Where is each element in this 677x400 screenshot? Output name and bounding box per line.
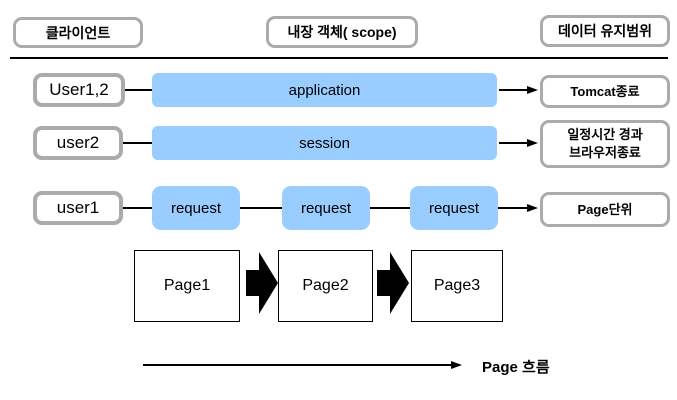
block-arrowhead-icon (259, 252, 278, 314)
scope-request1-box: request (152, 186, 240, 230)
arrow-session-to-retention (499, 138, 538, 148)
arrowhead-icon (451, 361, 462, 369)
page-flow-arrow (143, 360, 462, 370)
client-user12-box: User1,2 (33, 73, 125, 107)
block-arrow-page2-page3 (377, 252, 409, 314)
header-separator-line (10, 57, 668, 59)
retention-session-line1: 일정시간 경과 (567, 127, 643, 143)
arrowhead-icon (527, 86, 538, 94)
header-scope-box: 내장 객체( scope) (266, 16, 418, 48)
retention-page-box: Page단위 (540, 192, 670, 227)
client-user1-box: user1 (33, 191, 123, 225)
connector-user12-application (125, 89, 152, 91)
arrowhead-icon (527, 204, 538, 212)
retention-session-box: 일정시간 경과 브라우저종료 (540, 120, 670, 168)
retention-tomcat-box: Tomcat종료 (540, 75, 670, 108)
scope-request2-box: request (282, 186, 370, 230)
arrow-application-to-retention (499, 85, 538, 95)
header-client-box: 클라이언트 (13, 17, 143, 48)
connector-user2-session (123, 142, 152, 144)
retention-session-line2: 브라우저종료 (569, 145, 641, 160)
page2-box: Page2 (278, 250, 373, 322)
page3-box: Page3 (411, 250, 503, 322)
connector-request1-request2 (240, 207, 282, 209)
connector-user1-request (123, 207, 152, 209)
page-flow-label: Page 흐름 (482, 359, 550, 376)
client-user2-box: user2 (33, 126, 123, 160)
block-arrowhead-icon (390, 252, 409, 314)
arrow-request-to-retention (498, 203, 538, 213)
header-retention-box: 데이터 유지범위 (540, 15, 670, 47)
page1-box: Page1 (134, 250, 240, 322)
connector-request2-request3 (370, 207, 410, 209)
scope-session-bar: session (152, 126, 497, 160)
scope-application-bar: application (152, 73, 497, 107)
scope-request3-box: request (410, 186, 498, 230)
arrowhead-icon (527, 139, 538, 147)
block-arrow-page1-page2 (246, 252, 278, 314)
